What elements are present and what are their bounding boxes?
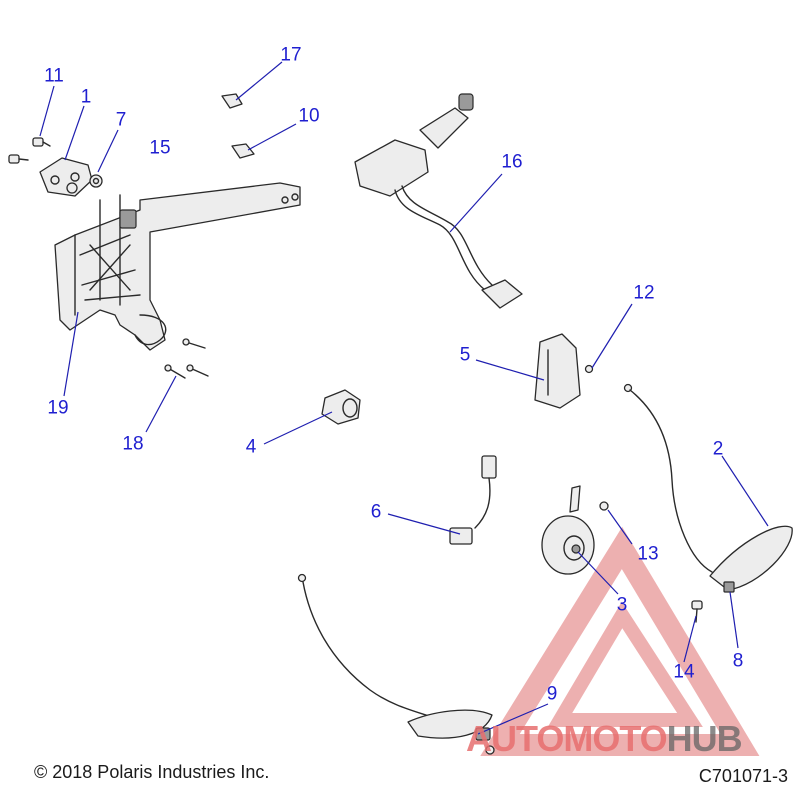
lamp-9 — [297, 573, 495, 755]
callout-3: 3 — [616, 594, 628, 616]
callout-15: 15 — [149, 137, 171, 159]
screw-13 — [599, 501, 609, 511]
callout-11: 11 — [44, 65, 64, 87]
watermark-text: AUTOMOTOHUB — [466, 718, 743, 760]
clamp-part — [39, 157, 93, 197]
watermark-text-part1: AUTOMOTO — [466, 718, 668, 759]
bolts-18 — [164, 338, 209, 379]
leader-3 — [577, 551, 619, 595]
callout-4: 4 — [245, 436, 257, 458]
leader-7 — [97, 129, 119, 173]
bolt-11 — [32, 137, 51, 147]
leader-2 — [721, 455, 769, 527]
copyright-text: © 2018 Polaris Industries Inc. — [34, 762, 270, 782]
callout-18: 18 — [122, 433, 144, 455]
callout-9: 9 — [546, 683, 558, 705]
leader-10 — [247, 123, 297, 151]
callout-1: 1 — [80, 86, 92, 108]
callout-12: 12 — [633, 282, 655, 304]
washer-hole — [92, 177, 100, 185]
figure-code: C701071-3 — [698, 766, 788, 786]
callout-8: 8 — [732, 650, 744, 672]
leader-6 — [387, 513, 461, 535]
switch-16 — [354, 93, 523, 309]
leader-11 — [39, 85, 55, 137]
callout-10: 10 — [298, 105, 320, 127]
leader-lines — [39, 61, 769, 735]
watermark-logo — [480, 526, 760, 756]
bolt-small — [8, 154, 29, 164]
watermark-text-part2: HUB — [666, 718, 743, 759]
lamp-2 — [623, 383, 793, 593]
leader-18 — [145, 375, 177, 433]
callout-19: 19 — [47, 397, 69, 419]
leader-13 — [607, 509, 633, 545]
sensor-6 — [449, 455, 497, 545]
callout-5: 5 — [459, 344, 471, 366]
cover-5 — [534, 333, 581, 409]
screw-12 — [584, 364, 594, 374]
leader-1 — [64, 105, 85, 161]
leader-4 — [263, 411, 333, 445]
clip-17 — [221, 93, 243, 109]
leader-8 — [729, 591, 739, 649]
callout-16: 16 — [501, 151, 523, 173]
leader-16 — [449, 173, 503, 233]
callout-13: 13 — [637, 543, 659, 565]
clip-10 — [231, 143, 255, 159]
leader-12 — [591, 303, 633, 369]
leader-5 — [475, 359, 545, 381]
leader-14 — [683, 615, 697, 663]
leader-9 — [477, 703, 549, 735]
grommet-4 — [321, 389, 361, 425]
washer-part — [89, 174, 103, 188]
callout-7: 7 — [115, 109, 127, 131]
leader-19 — [63, 311, 79, 397]
bracket-part — [54, 182, 301, 351]
bolt-14 — [691, 600, 703, 623]
leader-17 — [235, 61, 283, 101]
callout-6: 6 — [370, 501, 382, 523]
callout-2: 2 — [712, 438, 724, 460]
horn-3 — [541, 485, 595, 575]
callout-14: 14 — [673, 661, 695, 683]
callout-17: 17 — [280, 44, 302, 66]
